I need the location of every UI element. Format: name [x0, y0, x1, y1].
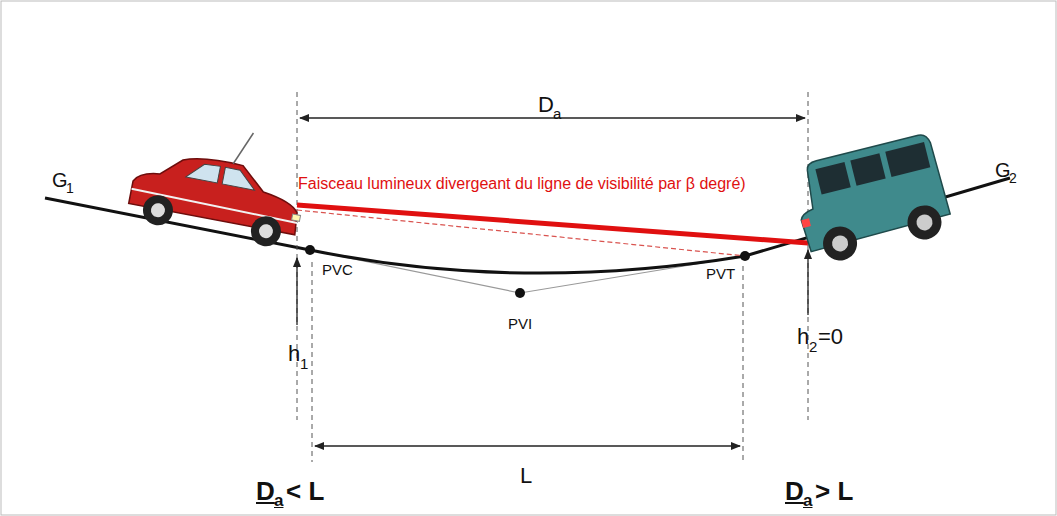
- point-label: PVC: [322, 262, 353, 277]
- grade-symbol: G: [995, 160, 1011, 180]
- tangent-lines: [310, 250, 745, 293]
- dimension-guides: [297, 92, 808, 462]
- dimension-subscript: a: [553, 106, 561, 121]
- grade-symbol: G: [52, 170, 68, 190]
- curve-points: [305, 245, 750, 298]
- h1-arrow: [296, 258, 297, 325]
- height-subscript: 2: [809, 339, 817, 354]
- grade-subscript: 2: [1009, 171, 1017, 185]
- point-label: PVT: [706, 266, 735, 281]
- dimension-symbol: L: [520, 465, 532, 487]
- case-label: D: [785, 478, 804, 504]
- red-car: [126, 112, 315, 252]
- height-value: =0: [818, 326, 843, 348]
- point-label: PVI: [508, 316, 532, 331]
- grade-subscript: 1: [66, 181, 74, 195]
- blue-suv: [788, 132, 955, 267]
- case-label: < L: [286, 478, 324, 504]
- h2-arrow: [807, 250, 808, 315]
- height-symbol: h: [288, 343, 300, 365]
- dimension-symbol: D: [538, 94, 554, 116]
- light-beam: [297, 205, 808, 243]
- height-symbol: h: [797, 326, 809, 348]
- l-dimension: [315, 445, 740, 446]
- case-label: a: [274, 492, 283, 509]
- case-label: > L: [815, 478, 853, 504]
- height-subscript: 1: [300, 356, 308, 371]
- case-label: D: [256, 478, 275, 504]
- case-label: a: [803, 492, 812, 509]
- beam-note: Faisceau lumineux divergeant du ligne de…: [298, 176, 746, 192]
- da-dimension: [300, 117, 805, 118]
